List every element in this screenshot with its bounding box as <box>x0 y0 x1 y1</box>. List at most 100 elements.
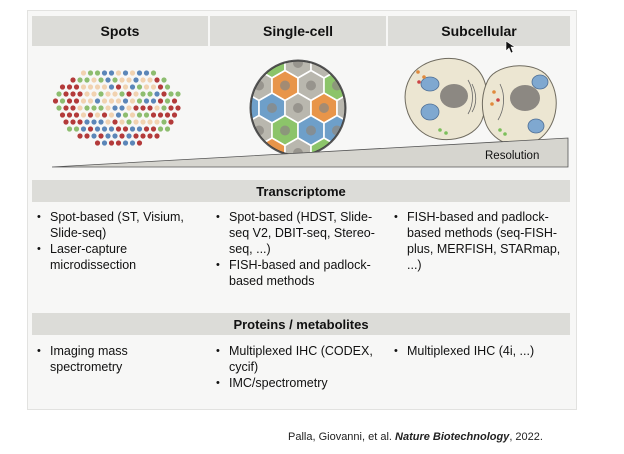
spot <box>140 77 146 83</box>
cell <box>324 26 350 56</box>
spot <box>108 140 115 146</box>
spot <box>150 98 157 104</box>
proteins-metabolites-header: Proteins / metabolites <box>32 313 570 335</box>
spot <box>129 98 136 104</box>
cell <box>246 26 272 56</box>
spot <box>147 105 153 111</box>
spot <box>126 105 132 111</box>
cell-nucleus <box>332 171 342 181</box>
spot <box>98 77 104 83</box>
transcriptome-subcellular-list: FISH-based and padlock-based methods (se… <box>394 209 564 273</box>
cell-nucleus <box>358 126 368 136</box>
spot <box>157 112 164 118</box>
transcriptome-single-cell-list: Spot-based (HDST, Slide-seq V2, DBIT-seq… <box>216 209 386 289</box>
cell-nucleus <box>384 126 394 136</box>
spot <box>105 77 111 83</box>
spot <box>143 84 150 90</box>
spot <box>168 105 174 111</box>
spot <box>70 91 76 97</box>
spot <box>136 126 143 132</box>
spot <box>80 126 87 132</box>
cell-nucleus <box>384 36 394 46</box>
spot <box>133 105 139 111</box>
spot <box>87 112 94 118</box>
spot <box>80 98 87 104</box>
spot <box>161 91 167 97</box>
spot <box>164 98 171 104</box>
cell <box>376 71 402 101</box>
spot <box>161 119 167 125</box>
spot <box>133 119 139 125</box>
cell <box>220 71 246 101</box>
list-item: Laser-capture microdissection <box>37 241 202 273</box>
spot <box>147 91 153 97</box>
list-item: FISH-based and padlock-based methods <box>216 257 386 289</box>
spot <box>63 91 69 97</box>
spot <box>143 112 150 118</box>
cell-nucleus <box>228 126 238 136</box>
cell-nucleus <box>254 171 264 181</box>
cell-nucleus <box>280 36 290 46</box>
spot <box>112 77 118 83</box>
spot <box>70 105 76 111</box>
spot <box>164 126 171 132</box>
spot <box>154 133 160 139</box>
spot <box>140 105 146 111</box>
spot <box>122 98 129 104</box>
spot <box>161 105 167 111</box>
subcellular-illustration <box>404 57 557 147</box>
spot <box>147 133 153 139</box>
cell <box>363 48 389 78</box>
citation-journal: Nature Biotechnology <box>395 431 510 443</box>
spot <box>84 91 90 97</box>
spot <box>87 70 94 76</box>
spot <box>73 126 80 132</box>
spot-array-illustration <box>52 70 181 146</box>
spot <box>119 119 125 125</box>
spot <box>73 84 80 90</box>
spot <box>129 70 136 76</box>
spot <box>119 77 125 83</box>
cell-nucleus <box>332 36 342 46</box>
spot <box>122 84 129 90</box>
spot <box>154 119 160 125</box>
spot <box>101 70 108 76</box>
spot <box>143 126 150 132</box>
cell-nucleus <box>251 61 252 68</box>
spot <box>171 112 178 118</box>
spot <box>91 77 97 83</box>
spot <box>77 133 83 139</box>
spot <box>98 133 104 139</box>
cell <box>376 26 402 56</box>
cell <box>272 26 298 56</box>
spot <box>119 91 125 97</box>
spot <box>87 126 94 132</box>
spot <box>140 91 146 97</box>
list-item: Spot-based (HDST, Slide-seq V2, DBIT-seq… <box>216 209 386 257</box>
spot <box>70 77 76 83</box>
spot <box>73 98 80 104</box>
cell-nucleus <box>305 80 316 91</box>
spot <box>59 98 66 104</box>
cell <box>336 92 345 124</box>
cell-nucleus <box>228 171 238 181</box>
spot <box>56 105 62 111</box>
cell-nucleus <box>215 58 225 68</box>
cell-nucleus <box>280 171 290 181</box>
spot <box>66 126 73 132</box>
spot <box>101 112 108 118</box>
spot <box>154 105 160 111</box>
spot <box>84 77 90 83</box>
spot <box>175 105 181 111</box>
spot <box>91 119 97 125</box>
spot <box>101 84 108 90</box>
spot <box>122 112 129 118</box>
spot <box>136 98 143 104</box>
cell <box>376 116 402 146</box>
cell <box>336 61 345 79</box>
spot <box>157 98 164 104</box>
cell-nucleus <box>358 36 368 46</box>
cell <box>251 61 260 79</box>
spot <box>126 77 132 83</box>
